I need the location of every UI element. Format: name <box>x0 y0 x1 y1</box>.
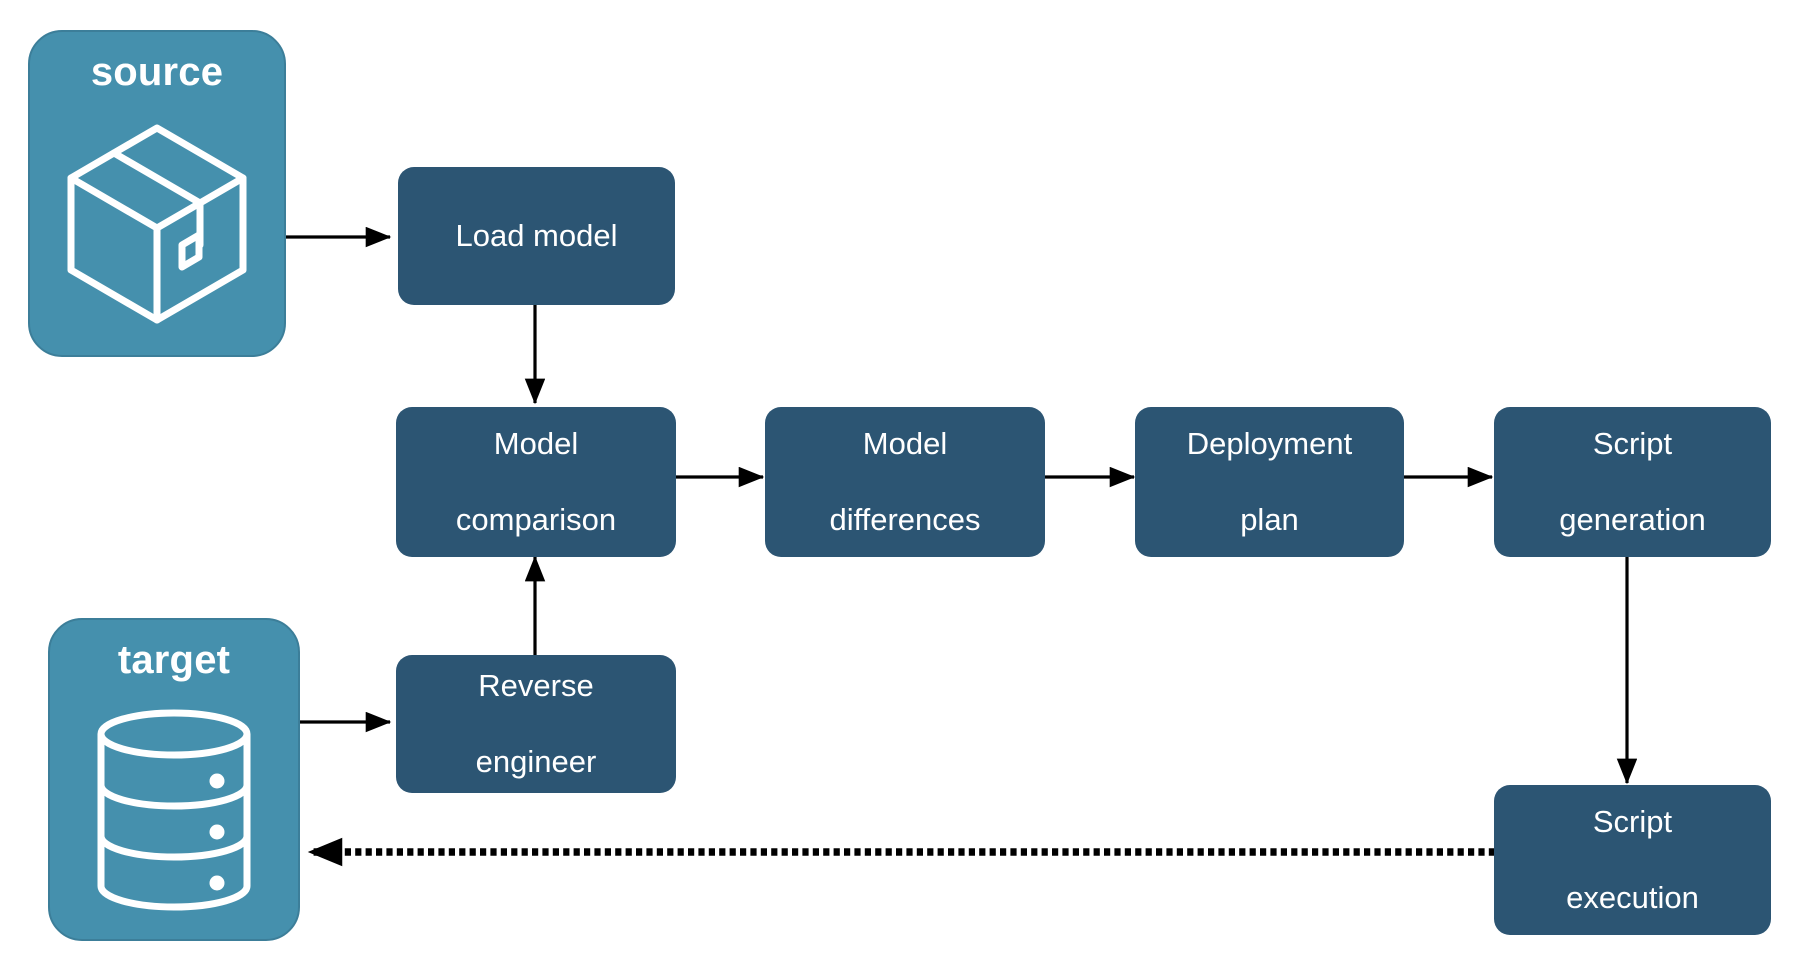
database-cylinder-icon <box>50 680 298 939</box>
process-label-script-generation: Script generation <box>1559 426 1706 537</box>
process-box-load-model[interactable]: Load model <box>398 167 675 305</box>
process-box-script-execution[interactable]: Script execution <box>1494 785 1771 935</box>
source-label: source <box>90 50 224 94</box>
process-label-deployment-plan: Deployment plan <box>1186 426 1353 537</box>
process-label-load-model: Load model <box>455 218 618 254</box>
target-label: target <box>117 638 231 682</box>
process-label-model-comparison: Model comparison <box>455 426 617 537</box>
process-box-script-generation[interactable]: Script generation <box>1494 407 1771 557</box>
process-box-deployment-plan[interactable]: Deployment plan <box>1135 407 1404 557</box>
source-endpoint[interactable]: source <box>28 30 286 357</box>
target-endpoint[interactable]: target <box>48 618 300 941</box>
process-label-reverse-engineer: Reverse engineer <box>475 668 597 779</box>
package-box-icon <box>30 92 284 355</box>
process-box-model-comparison[interactable]: Model comparison <box>396 407 676 557</box>
process-box-model-differences[interactable]: Model differences <box>765 407 1045 557</box>
process-label-script-execution: Script execution <box>1566 804 1699 915</box>
process-box-reverse-engineer[interactable]: Reverse engineer <box>396 655 676 793</box>
process-label-model-differences: Model differences <box>829 426 981 537</box>
